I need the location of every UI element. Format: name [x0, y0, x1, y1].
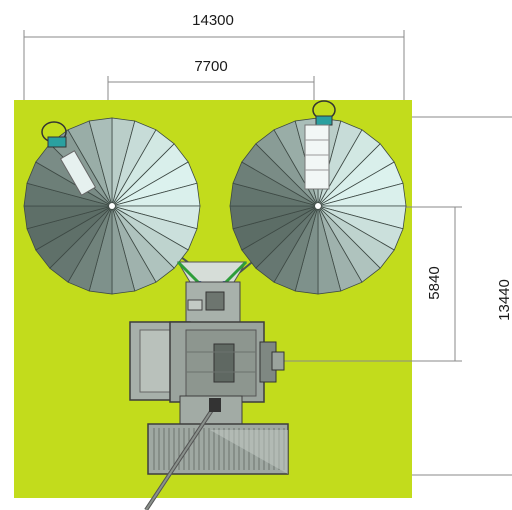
central-mount: [176, 260, 248, 327]
right-dish: [229, 117, 407, 295]
left-feed-horn: [41, 121, 97, 196]
equipment-body: [129, 321, 285, 403]
dim-dish-to-rear: 5840: [426, 266, 443, 299]
dim-dish-spacing: 7700: [194, 58, 227, 75]
rear-block: [147, 395, 289, 475]
right-feed-horn: [304, 100, 336, 190]
tow-bar: [144, 398, 221, 510]
dish-hub: [315, 203, 321, 209]
dish-panel: [88, 117, 113, 207]
left-dish: [23, 117, 201, 295]
dim-total-depth: 13440: [496, 279, 512, 321]
dim-total-width: 14300: [192, 12, 234, 29]
dish-hub: [109, 203, 115, 209]
